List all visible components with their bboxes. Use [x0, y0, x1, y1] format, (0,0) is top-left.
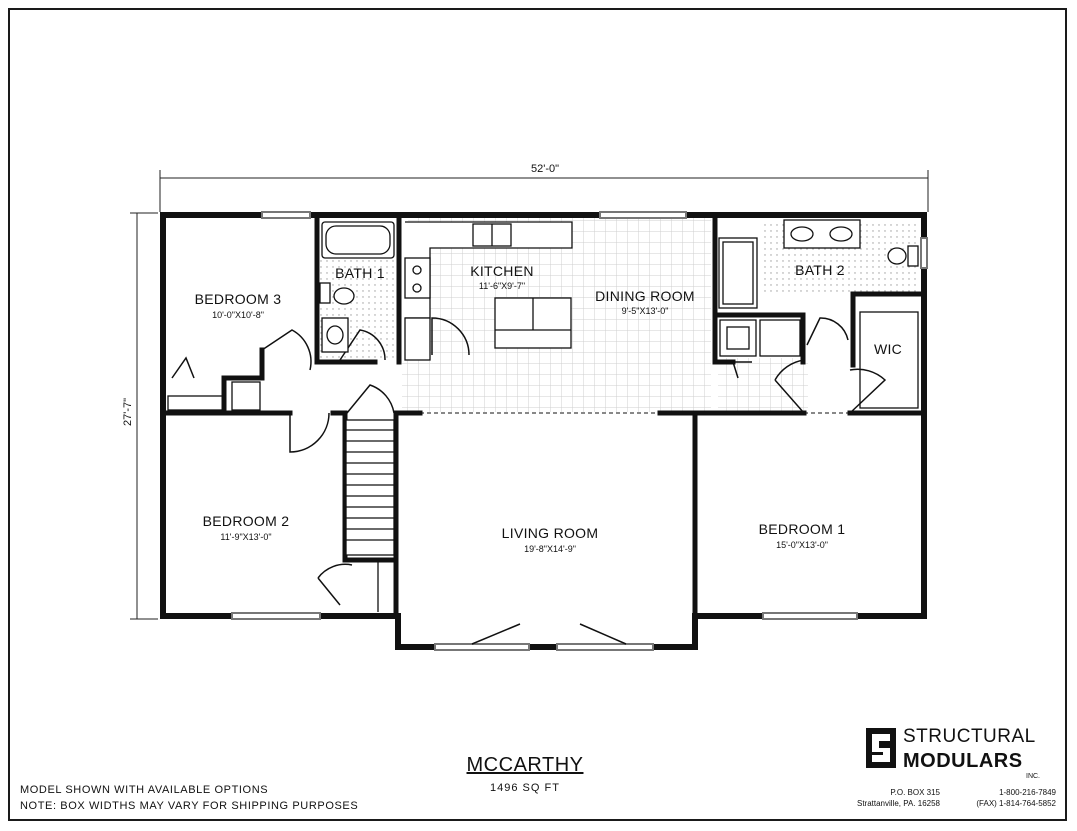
bedroom1-label: BEDROOM 1	[758, 521, 846, 537]
bath1-label: BATH 1	[335, 265, 385, 281]
overall-width-label: 52'-0"	[530, 163, 560, 175]
bedroom2-size: 11'-9"X13'-0"	[220, 532, 272, 542]
plan-area: 1496 SQ FT	[490, 782, 560, 794]
company-fax: (FAX) 1-814-764-5852	[976, 799, 1056, 808]
company-contact: 1-800-216-7849 (FAX) 1-814-764-5852	[948, 787, 1056, 809]
door-swings	[171, 317, 887, 645]
living-room-size: 19'-8"X14'-9"	[524, 544, 576, 554]
plan-name: MCCARTHY	[466, 754, 584, 776]
bedroom3-size: 10'-0"X10'-8"	[212, 310, 264, 320]
company-po-box: P.O. BOX 315	[890, 788, 940, 797]
bath1-fixtures	[319, 221, 395, 353]
depth-dimension-line	[130, 212, 158, 620]
note-line-2: NOTE: BOX WIDTHS MAY VARY FOR SHIPPING P…	[20, 800, 359, 812]
company-logo-mark	[866, 728, 896, 768]
living-room-label: LIVING ROOM	[501, 525, 599, 541]
company-name-line2: MODULARS	[903, 750, 1023, 772]
kitchen-fixtures	[404, 221, 573, 361]
company-address: P.O. BOX 315 Strattanville, PA. 16258	[835, 787, 940, 809]
dining-room-label: DINING ROOM	[595, 288, 695, 304]
windows	[231, 211, 928, 651]
staircase	[345, 419, 395, 556]
width-dimension-line	[159, 170, 929, 212]
note-line-1: MODEL SHOWN WITH AVAILABLE OPTIONS	[20, 784, 269, 796]
kitchen-label: KITCHEN	[470, 263, 534, 279]
company-phone: 1-800-216-7849	[999, 788, 1056, 797]
bedroom3-label: BEDROOM 3	[194, 291, 282, 307]
bath2-label: BATH 2	[795, 262, 845, 278]
company-name-line1: STRUCTURAL	[903, 726, 1036, 747]
dining-room-size: 9'-5"X13'-0"	[621, 306, 669, 316]
overall-depth-label: 27'-7"	[122, 397, 134, 427]
company-city: Strattanville, PA. 16258	[856, 799, 940, 808]
bedroom2-label: BEDROOM 2	[202, 513, 290, 529]
bath2-fixtures	[718, 219, 919, 357]
drawing-border	[8, 8, 1067, 821]
company-suffix: INC.	[1026, 773, 1040, 780]
wic-label: WIC	[873, 341, 903, 357]
kitchen-size: 11'-6"X9'-7"	[478, 281, 526, 291]
plan-notes: MODEL SHOWN WITH AVAILABLE OPTIONS NOTE:…	[20, 782, 358, 814]
bedroom1-size: 15'-0"X13'-0"	[776, 540, 828, 550]
closets	[167, 311, 919, 612]
